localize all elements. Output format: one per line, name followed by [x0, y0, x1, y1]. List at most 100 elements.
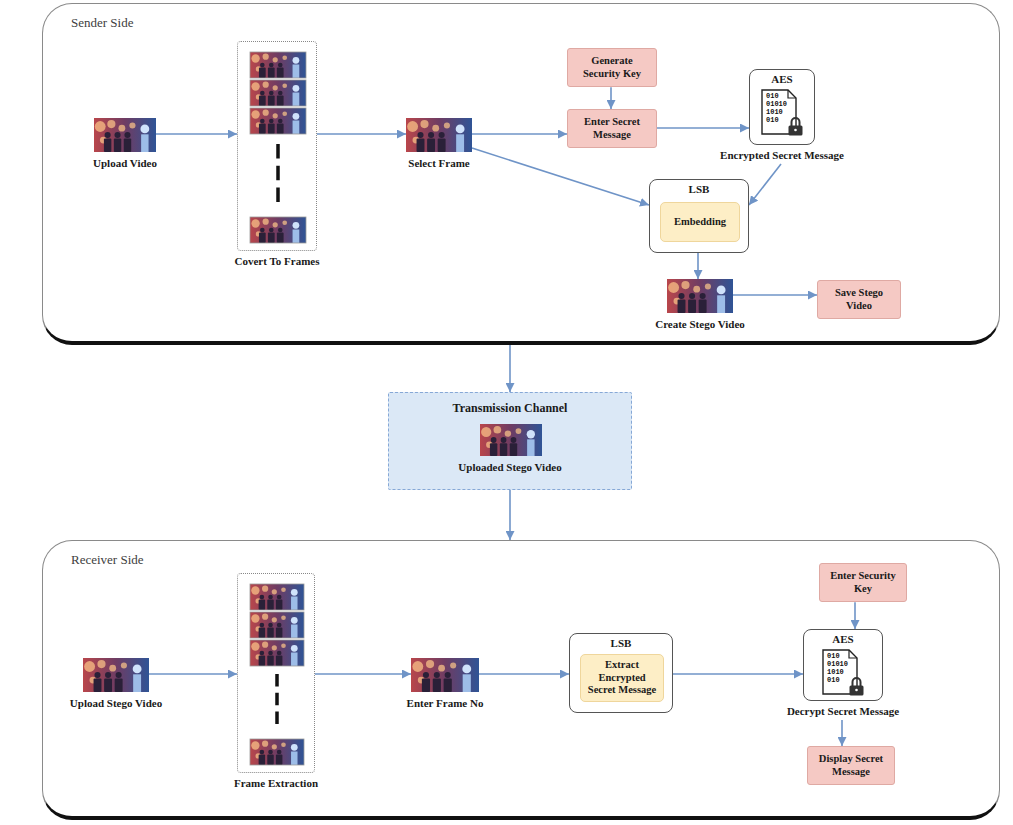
video-still	[250, 640, 304, 666]
document-fold	[849, 650, 857, 658]
person-head	[678, 293, 684, 299]
frame-border	[250, 108, 306, 134]
robot-body	[141, 134, 148, 152]
flow-arrow	[509, 490, 511, 540]
box-heading: AES	[804, 633, 882, 645]
frame-sequence	[238, 42, 318, 252]
person-head	[260, 651, 265, 656]
person-head	[105, 132, 111, 138]
video-frame	[250, 108, 306, 134]
person-head	[434, 672, 440, 678]
person-head	[278, 63, 283, 68]
robot-body	[717, 295, 725, 313]
person-body	[259, 124, 266, 134]
binary-digits: 010	[827, 677, 840, 684]
stage-light	[281, 587, 286, 592]
person-head	[491, 437, 497, 443]
stage-light	[119, 125, 126, 132]
person-head	[269, 119, 274, 124]
person-body	[259, 233, 266, 243]
binary-digits: 01010	[766, 101, 787, 108]
person-body	[259, 628, 265, 638]
stage-light	[251, 82, 259, 90]
process-box: Embedding	[660, 202, 740, 242]
flow-arrow	[472, 133, 567, 135]
stage-light	[109, 665, 116, 672]
stage-light	[273, 222, 278, 227]
flow-arrow	[317, 133, 406, 135]
video-frame-node: Enter Frame No	[411, 658, 479, 692]
panel-title: Sender Side	[71, 15, 133, 31]
stage-light	[273, 85, 278, 90]
person-head	[700, 293, 706, 299]
person-body	[268, 124, 275, 134]
robot-head	[462, 664, 471, 673]
box-heading: LSB	[570, 637, 672, 649]
person-head	[269, 63, 274, 68]
person-body	[277, 96, 284, 106]
panel-title: Receiver Side	[71, 552, 144, 568]
person-head	[105, 672, 111, 678]
video-frame	[250, 640, 304, 666]
person-body	[259, 600, 265, 610]
video-frame	[250, 612, 304, 638]
video-still	[250, 612, 304, 638]
binary-digits: 010	[827, 653, 840, 660]
stage-light	[444, 122, 450, 128]
flow-arrow	[841, 720, 843, 746]
frame-border	[250, 217, 306, 243]
stage-light	[263, 82, 269, 88]
robot-head	[291, 589, 298, 596]
person-head	[277, 750, 282, 755]
stage-light	[273, 57, 278, 62]
robot-head	[291, 617, 298, 624]
stage-light	[450, 662, 456, 668]
person-body	[276, 656, 282, 666]
robot-head	[291, 645, 298, 652]
stage-light	[262, 741, 268, 747]
person-head	[511, 437, 517, 443]
video-thumbnail	[480, 424, 542, 456]
caption: Covert To Frames	[235, 255, 320, 267]
flow-arrow	[673, 673, 803, 675]
video-still	[250, 108, 306, 134]
robot-body	[291, 751, 297, 765]
ellipsis-dash	[275, 674, 279, 687]
stage-light	[438, 665, 445, 672]
binary-digits: 01010	[827, 661, 848, 668]
robot-body	[463, 674, 471, 692]
stage-light	[107, 120, 115, 128]
person-head	[269, 228, 274, 233]
action-box: Generate Security Key	[567, 48, 657, 87]
frame-border	[250, 739, 304, 765]
frame-border	[250, 612, 304, 638]
video-thumbnail	[406, 118, 472, 152]
video-thumbnail	[94, 118, 156, 152]
stage-light	[494, 426, 502, 434]
lock-shackle	[792, 118, 800, 126]
video-frame	[250, 584, 304, 610]
keyhole	[794, 129, 797, 132]
person-head	[260, 119, 265, 124]
robot-head	[293, 57, 300, 64]
video-frame-node: Create Stego Video	[667, 279, 733, 313]
box-label: Enter Secret Message	[573, 116, 651, 141]
person-head	[277, 651, 282, 656]
video-still	[250, 584, 304, 610]
ellipsis-dash	[276, 144, 280, 159]
video-still	[83, 658, 149, 692]
person-head	[417, 132, 423, 138]
stage-light	[407, 121, 418, 132]
person-head	[428, 132, 434, 138]
person-body	[267, 628, 273, 638]
stage-light	[272, 645, 277, 650]
box-label: Generate Security Key	[573, 55, 651, 80]
flow-arrow	[472, 148, 649, 205]
action-box: Save Stego Video	[817, 280, 901, 319]
stage-light	[705, 283, 711, 289]
robot-body	[293, 92, 300, 106]
person-head	[124, 132, 130, 138]
stage-light	[251, 110, 259, 118]
robot-head	[293, 222, 300, 229]
